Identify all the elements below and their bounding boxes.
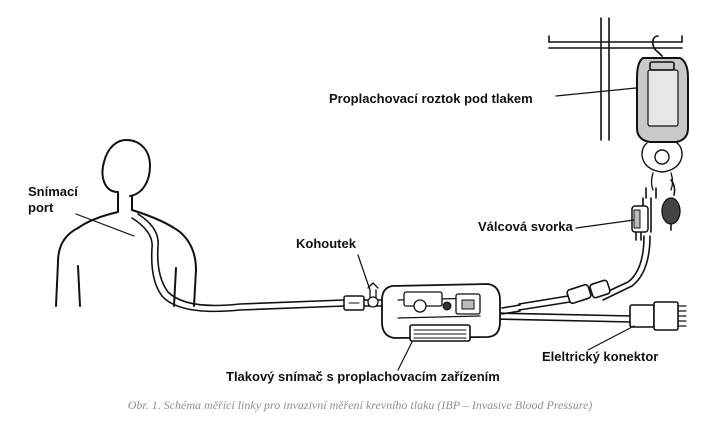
- line-connectors: [501, 279, 611, 315]
- label-transducer: Tlakový snímač s proplachovacím zařízení…: [226, 369, 500, 384]
- patient-figure: [55, 139, 197, 307]
- label-stopcock: Kohoutek: [296, 236, 357, 251]
- electric-cable: [493, 301, 687, 331]
- pressure-transducer: [381, 283, 501, 342]
- label-electric-connector: Eleltrický konektor: [542, 349, 658, 364]
- iv-pole: [548, 17, 683, 141]
- label-sensing-port-2: port: [28, 200, 54, 215]
- stopcock-icon: [343, 282, 383, 311]
- figure-caption: Obr. 1. Schéma měřící linky pro invazivn…: [127, 398, 593, 412]
- roller-clamp-icon: [631, 205, 649, 233]
- label-flush-solution: Proplachovací roztok pod tlakem: [329, 91, 533, 106]
- patient-tubing: [131, 213, 345, 313]
- label-sensing-port: Snímací: [28, 184, 78, 199]
- inflation-bulb-icon: [661, 179, 681, 231]
- label-roller-clamp: Válcová svorka: [478, 219, 573, 234]
- leader-lines: [75, 87, 637, 371]
- pressure-bag: [636, 57, 689, 191]
